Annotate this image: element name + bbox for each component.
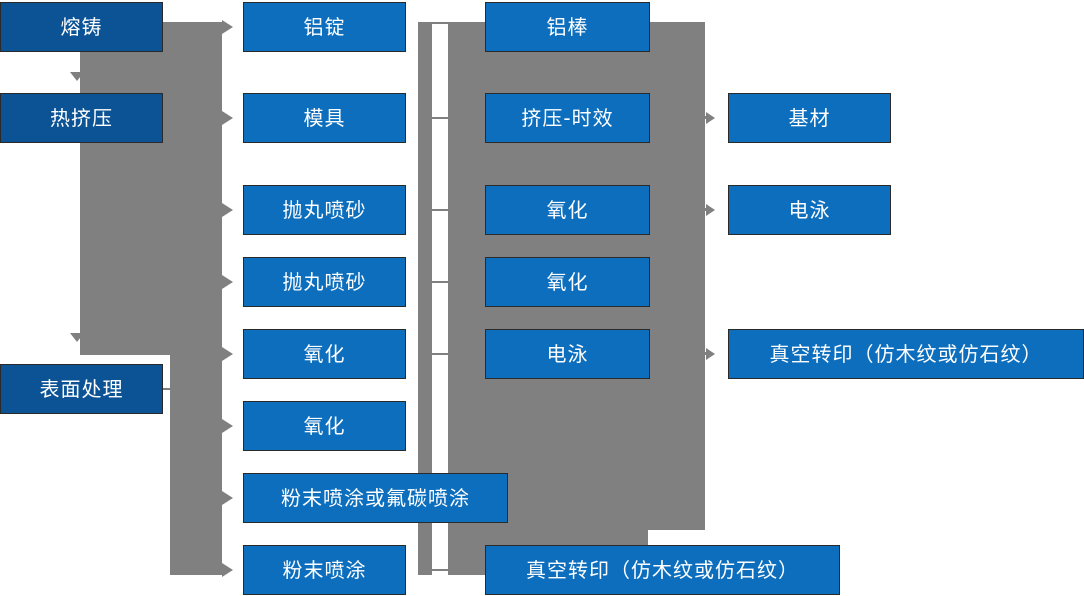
arrow-stem-vacuum-transfer (697, 352, 707, 355)
process-label-oxidation-1: 氧化 (546, 198, 589, 222)
process-box-oxidation-2[interactable]: 氧化 (485, 257, 653, 310)
stage-box-surface[interactable]: 表面处理 (0, 364, 166, 417)
output-label-vacuum-transfer: 真空转印（仿木纹或仿石纹） (769, 342, 1043, 366)
process-label-vacuum-transfer: 真空转印（仿木纹或仿石纹） (526, 558, 799, 582)
process-label-bar: 铝棒 (546, 15, 589, 39)
connector-arrow-down-extrusion (70, 72, 84, 81)
stage-box-extrusion[interactable]: 热挤压 (0, 93, 166, 146)
output-box-electrophoresis[interactable]: 电泳 (728, 185, 894, 238)
step-label-die: 模具 (303, 106, 346, 130)
arrow-to-step-shotblast-2 (222, 275, 233, 289)
arrow-to-step-shotblast-1 (222, 203, 233, 217)
process-label-extrude-age: 挤压-时效 (521, 106, 614, 130)
arrow-to-step-powder-fluorocarbon (222, 491, 233, 505)
arrow-to-step-oxidation-1 (222, 347, 233, 361)
arrow-to-out-vacuum-transfer (706, 348, 715, 360)
step-box-shotblast-2[interactable]: 抛丸喷砂 (243, 257, 409, 310)
arrow-to-step-die (222, 111, 233, 125)
arrow-to-step-oxidation-2 (222, 419, 233, 433)
connector-mid-gap-4 (432, 283, 448, 353)
step-box-oxidation-1[interactable]: 氧化 (243, 329, 409, 382)
arrow-to-step-ingot (222, 20, 233, 34)
step-label-powder-fluorocarbon: 粉末喷涂或氟碳喷涂 (281, 486, 470, 510)
step-label-ingot: 铝锭 (303, 15, 346, 39)
process-box-extrude-age[interactable]: 挤压-时效 (485, 93, 653, 146)
step-label-powder: 粉末喷涂 (282, 558, 367, 582)
stage-box-melting[interactable]: 熔铸 (0, 2, 166, 55)
step-box-oxidation-2[interactable]: 氧化 (243, 401, 409, 454)
connector-mid-gap-6 (432, 571, 448, 596)
connector-left-trunk-upper (80, 22, 222, 355)
process-box-electrophoresis[interactable]: 电泳 (485, 329, 653, 382)
step-label-shotblast-2: 抛丸喷砂 (282, 270, 367, 294)
stage-label-surface: 表面处理 (39, 377, 124, 401)
connector-mid-rail (418, 22, 432, 575)
stage-label-extrusion: 热挤压 (50, 106, 113, 130)
step-box-shotblast-1[interactable]: 抛丸喷砂 (243, 185, 409, 238)
connector-bridge-1 (432, 22, 448, 24)
process-box-vacuum-transfer[interactable]: 真空转印（仿木纹或仿石纹） (485, 545, 843, 596)
output-box-vacuum-transfer[interactable]: 真空转印（仿木纹或仿石纹） (728, 329, 1084, 382)
connector-mid-gap-upper (432, 24, 448, 117)
connector-bridge-2 (432, 117, 448, 119)
connector-mid-gap-5 (432, 355, 448, 569)
connector-bridge-3 (432, 209, 448, 211)
connector-bridge-5 (432, 353, 448, 355)
arrow-to-out-electrophoresis (706, 204, 715, 216)
arrow-stem-substrate (697, 116, 707, 119)
step-box-powder[interactable]: 粉末喷涂 (243, 545, 409, 596)
step-box-powder-fluorocarbon[interactable]: 粉末喷涂或氟碳喷涂 (243, 473, 511, 526)
output-box-substrate[interactable]: 基材 (728, 93, 894, 146)
arrow-stem-electrophoresis (697, 208, 707, 211)
process-box-bar[interactable]: 铝棒 (485, 2, 653, 55)
connector-mid-gap-2 (432, 119, 448, 209)
connector-surface-stub (163, 388, 173, 390)
step-box-die[interactable]: 模具 (243, 93, 409, 146)
arrow-to-step-powder (222, 563, 233, 577)
connector-mid-gap-3 (432, 211, 448, 281)
output-label-electrophoresis: 电泳 (788, 198, 831, 222)
connector-bridge-6 (432, 569, 448, 571)
connector-bridge-4 (432, 281, 448, 283)
arrow-to-out-substrate (706, 112, 715, 124)
output-label-substrate: 基材 (788, 106, 831, 130)
process-box-oxidation-1[interactable]: 氧化 (485, 185, 653, 238)
stage-label-melting: 熔铸 (60, 15, 103, 39)
process-label-electrophoresis: 电泳 (546, 342, 589, 366)
step-label-oxidation-2: 氧化 (303, 414, 346, 438)
connector-arrow-down-surface (70, 333, 84, 342)
step-box-ingot[interactable]: 铝锭 (243, 2, 409, 55)
step-label-oxidation-1: 氧化 (303, 342, 346, 366)
step-label-shotblast-1: 抛丸喷砂 (282, 198, 367, 222)
process-label-oxidation-2: 氧化 (546, 270, 589, 294)
